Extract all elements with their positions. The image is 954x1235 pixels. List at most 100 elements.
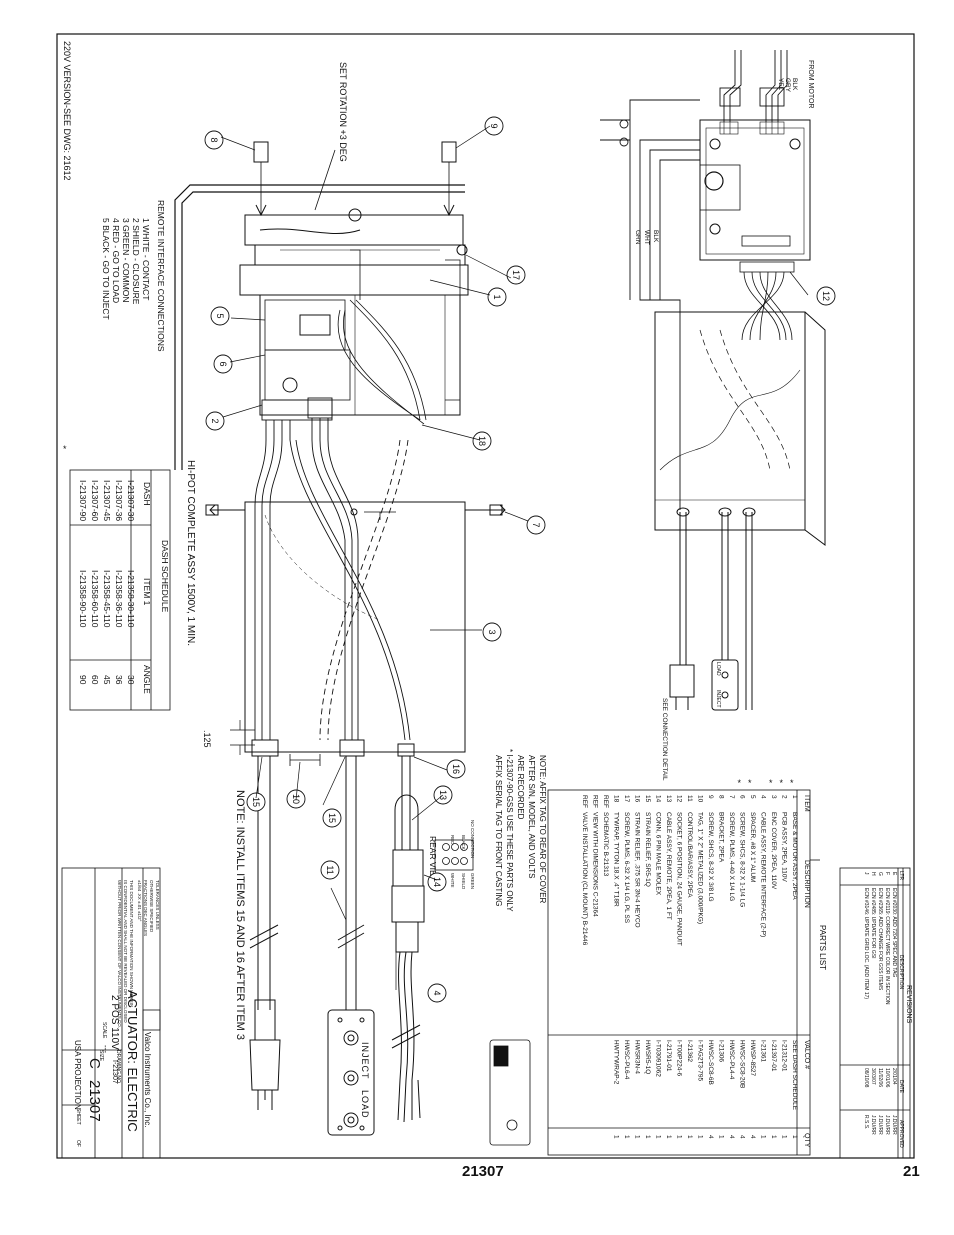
rev-cell: E xyxy=(891,872,897,876)
rear-pin-red: RED xyxy=(450,835,455,845)
parts-cell: 1 xyxy=(623,1135,630,1139)
dash-cell: 60 xyxy=(90,675,100,685)
parts-cell: SCREW, SHCS, 8-32 X 1-1/4 LG xyxy=(739,812,746,907)
parts-cell: HWSR5-1Q xyxy=(644,1040,651,1074)
title-line1: ACTUATOR: ELECTRIC xyxy=(125,990,140,1132)
parts-cell: 1 xyxy=(613,1135,620,1139)
rev-cell: J.DU/RR xyxy=(870,1115,876,1135)
rev-header-approved: APPROVED xyxy=(898,1120,904,1148)
notes-block: NOTE: AFFIX TAG TO REAR OF COVER AFTER S… xyxy=(494,749,547,912)
parts-cell: CONTROL/BAR/ASSY, 2PEA xyxy=(686,812,693,898)
balloon-number: 14 xyxy=(432,877,442,887)
balloon-number: 2 xyxy=(210,418,220,423)
dash-cell: I-21307-30 xyxy=(126,480,136,521)
item-balloon: 9 xyxy=(484,116,504,136)
tolerance-line: THIS DOCUMENT AND THE INFORMATION SHOWN … xyxy=(129,880,134,1007)
mini-switch-load: LOAD xyxy=(715,662,721,676)
motor-wire-blk: BLK xyxy=(791,78,798,91)
cover-item3 xyxy=(244,501,466,753)
dash-cell: I-21358-90-110 xyxy=(78,570,88,628)
parts-star: * xyxy=(790,778,794,788)
dash-cell: I-21358-36-110 xyxy=(114,570,124,628)
see-connection-label: SEE CONNECTION DETAIL xyxy=(661,698,668,781)
parts-cell: 9 xyxy=(707,795,714,799)
remote-interface-block: REMOTE INTERFACE CONNECTIONS 1 WHITE - C… xyxy=(101,200,166,352)
part-number: I-21307 xyxy=(111,1060,118,1084)
ac-wire-wht: WHT xyxy=(643,230,650,245)
tolerance-line: ±1/64 .XX ±.01 ±1/2° xyxy=(137,880,142,922)
dash-cell: I-21307-60 xyxy=(90,480,100,521)
parts-cell: 15 xyxy=(644,795,651,803)
parts-cell: 12 xyxy=(676,795,683,803)
parts-cell: 14 xyxy=(655,795,662,803)
title-line2: 2 POS 110V xyxy=(109,995,120,1050)
dash-cell: 90 xyxy=(78,675,88,685)
parts-cell: 1 xyxy=(770,1135,777,1139)
parts-cell: 1 xyxy=(697,1135,704,1139)
balloon-number: 4 xyxy=(432,990,442,995)
parts-cell: 1 xyxy=(655,1135,662,1139)
tolerance-line: FRACTIONS DEC ANGLES xyxy=(143,880,148,936)
parts-cell: HWSC-PL6-4 xyxy=(623,1040,630,1080)
remote-row: 4 RED - GO TO LOAD xyxy=(111,218,121,303)
item-balloon: 7 xyxy=(526,515,546,535)
parts-cell: 2 xyxy=(781,795,788,799)
parts-cell: 5 xyxy=(749,795,756,799)
parts-cell: BRACKET, 2PEA xyxy=(718,812,725,863)
dwg-number: 21307 xyxy=(86,1080,103,1122)
parts-cell: 1 xyxy=(676,1135,683,1139)
of-label: OF xyxy=(75,1140,81,1147)
dim-125 xyxy=(230,720,255,755)
parts-cell: 7 xyxy=(728,795,735,799)
motor-wire-gry: GRY xyxy=(784,78,791,93)
parts-ref: SCHEMATIC B-21313 xyxy=(602,812,609,877)
balloon-number: 8 xyxy=(209,137,219,142)
parts-cell: SCREW, PLMS, 4-40 X 1/4 LG xyxy=(728,812,735,901)
parts-ref: REF xyxy=(602,795,609,808)
rear-pin-shield: SHIELD xyxy=(461,873,466,890)
dash-cell: I-21358-45-110 xyxy=(102,570,112,628)
item-balloon: 11 xyxy=(320,860,340,880)
parts-cell: 17 xyxy=(623,795,630,803)
balloon-leaders xyxy=(220,125,809,990)
rev-cell: J.DU/RR xyxy=(877,1115,883,1135)
rev-cell: H xyxy=(870,872,876,876)
rev-cell: ECN #2030: ADD 7204 SPEC AND TAG xyxy=(891,888,897,977)
inject-label: INJECT xyxy=(360,1042,370,1080)
dash-cell: 45 xyxy=(102,675,112,685)
item-balloon: 3 xyxy=(482,622,502,642)
parts-cell: 16 xyxy=(634,795,641,803)
parts-cell: CABLE ASSY, REMOTE INTERFACE (2-P) xyxy=(760,812,767,937)
set-rotation-leader xyxy=(314,149,336,211)
rev-cell: 10/01/06 xyxy=(884,1068,890,1088)
scale-value: --- xyxy=(101,1045,110,1053)
item-balloon: 15 xyxy=(246,792,266,812)
balloon-number: 5 xyxy=(215,313,225,318)
control-board xyxy=(699,119,811,261)
balloon-number: 3 xyxy=(487,629,497,634)
rev-header-ltr: LTR xyxy=(898,871,904,880)
set-rotation-label: SET ROTATION +3 DEG xyxy=(338,62,348,162)
item-balloon: 17 xyxy=(506,265,526,285)
rev-cell: ECN #3146: UPDATE GRID LOC. (ADD ITEM 17… xyxy=(863,888,869,999)
rear-view-label: REAR VIEW xyxy=(428,836,438,884)
size-label: SIZE xyxy=(98,1050,104,1062)
rear-pin-black: BLACK xyxy=(461,835,466,850)
ac-wire-blk: BLK xyxy=(652,230,659,243)
tolerance-line: WITHOUT PRIOR WRITTEN CONSENT OF VALCO I… xyxy=(117,880,122,1028)
dash-cell: I-21358-30-110 xyxy=(126,570,136,628)
tolerance-line: TOLERANCES UNLESS xyxy=(155,880,160,930)
parts-cell: SPACER, #8 X 1" ALUM xyxy=(749,812,756,882)
item-balloon: 12 xyxy=(816,286,836,306)
size-value: C xyxy=(86,1058,103,1069)
balloon-number: 15 xyxy=(327,813,337,823)
parts-header-item: ITEM xyxy=(803,795,810,812)
balloon-number: 6 xyxy=(218,361,228,366)
title-block xyxy=(61,867,161,1159)
parts-cell: I-21312-01 xyxy=(781,1040,788,1072)
parts-cell: I-TAG2T3-795 xyxy=(697,1040,704,1081)
item-balloon: 2 xyxy=(205,411,225,431)
ac-wires xyxy=(600,99,700,510)
parts-title: PARTS LIST xyxy=(818,925,827,970)
tolerance-line: IS CONFIDENTIAL AND SHALL NOT BE REVEALE… xyxy=(123,880,128,1023)
